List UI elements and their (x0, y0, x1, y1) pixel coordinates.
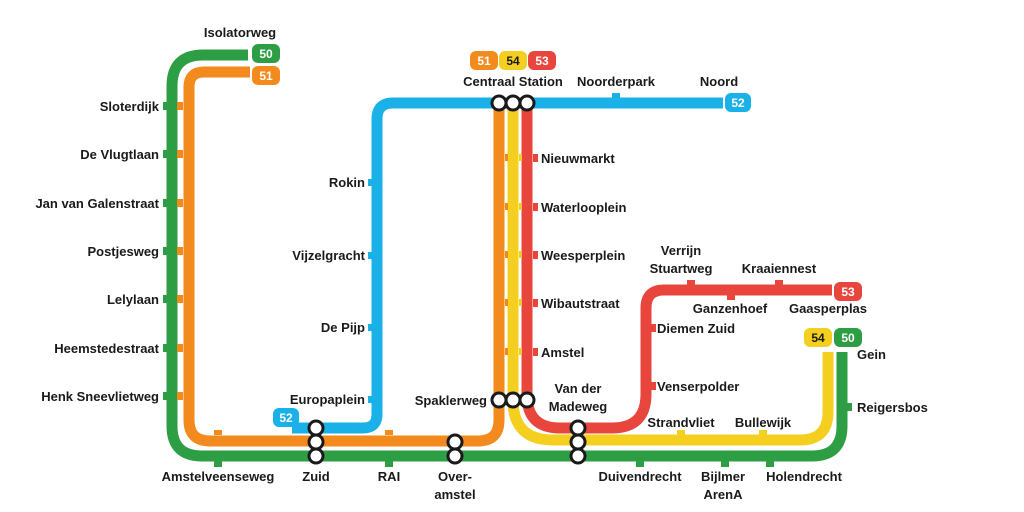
station-wibautstraat: Wibautstraat (541, 296, 620, 311)
station-bijlmer-line1: Bijlmer (701, 469, 745, 484)
station-rai: RAI (378, 469, 400, 484)
svg-text:51: 51 (477, 54, 491, 68)
station-sloterdijk: Sloterdijk (100, 99, 160, 114)
station-waterlooplein: Waterlooplein (541, 200, 627, 215)
badge-54-gein: 54 (804, 328, 832, 347)
station-van-der-madeweg-line1: Van der (555, 381, 602, 396)
station-de-pijp: De Pijp (321, 320, 365, 335)
station-labels: Isolatorweg Sloterdijk De Vlugtlaan Jan … (35, 25, 927, 502)
station-heemstedestraat: Heemstedestraat (54, 341, 159, 356)
svg-text:53: 53 (841, 285, 855, 299)
svg-text:53: 53 (535, 54, 549, 68)
station-overamstel-line1: Over- (438, 469, 472, 484)
station-gaasperplas: Gaasperplas (789, 301, 867, 316)
station-ganzenhoef: Ganzenhoef (693, 301, 768, 316)
station-henk-sneevlietweg: Henk Sneevlietweg (41, 389, 159, 404)
station-lelylaan: Lelylaan (107, 292, 159, 307)
station-zuid: Zuid (302, 469, 329, 484)
station-reigersbos: Reigersbos (857, 400, 928, 415)
badge-50-gein: 50 (834, 328, 862, 347)
badge-50-isolatorweg: 50 (252, 44, 280, 63)
line-badges: 50 51 51 54 53 52 52 53 54 50 (252, 44, 862, 427)
svg-text:50: 50 (841, 331, 855, 345)
svg-text:54: 54 (811, 331, 825, 345)
station-ticks (163, 93, 852, 467)
station-rokin: Rokin (329, 175, 365, 190)
station-verrijn-stuartweg-line1: Verrijn (661, 243, 702, 258)
svg-text:54: 54 (506, 54, 520, 68)
station-nieuwmarkt: Nieuwmarkt (541, 151, 615, 166)
station-duivendrecht: Duivendrecht (598, 469, 682, 484)
interchange-centraal-station (490, 94, 536, 112)
badge-51-centraal: 51 (470, 51, 498, 70)
station-diemen-zuid: Diemen Zuid (657, 321, 735, 336)
interchange-spaklerweg (490, 391, 536, 409)
station-spaklerweg: Spaklerweg (415, 393, 487, 408)
svg-text:52: 52 (279, 411, 293, 425)
interchange-overamstel (446, 433, 464, 465)
station-noord: Noord (700, 74, 738, 89)
station-jan-van-galenstraat: Jan van Galenstraat (35, 196, 159, 211)
station-weesperplein: Weesperplein (541, 248, 625, 263)
station-gein: Gein (857, 347, 886, 362)
station-holendrecht: Holendrecht (766, 469, 843, 484)
station-amstelveenseweg: Amstelveenseweg (162, 469, 275, 484)
badge-53-gaasperplas: 53 (834, 282, 862, 301)
interchange-zuid (307, 419, 325, 465)
station-overamstel-line2: amstel (434, 487, 475, 502)
line-52-route (292, 97, 723, 434)
station-noorderpark: Noorderpark (577, 74, 656, 89)
svg-text:52: 52 (731, 96, 745, 110)
station-kraaiennest: Kraaiennest (742, 261, 817, 276)
station-postjesweg: Postjesweg (87, 244, 159, 259)
line-54-route (507, 103, 834, 446)
interchange-van-der-madeweg (569, 419, 587, 465)
badge-52-europaplein: 52 (273, 408, 299, 427)
badge-51-isolatorweg: 51 (252, 66, 280, 85)
line-50-route (166, 49, 848, 462)
line-routes (166, 49, 848, 462)
interchanges (307, 94, 587, 465)
badge-53-centraal: 53 (528, 51, 556, 70)
line-53-route (521, 103, 832, 434)
svg-text:50: 50 (259, 47, 273, 61)
svg-text:51: 51 (259, 69, 273, 83)
station-de-vlugtlaan: De Vlugtlaan (80, 147, 159, 162)
station-bijlmer-line2: ArenA (703, 487, 743, 502)
station-venserpolder: Venserpolder (657, 379, 739, 394)
station-bullewijk: Bullewijk (735, 415, 792, 430)
line-51-route (183, 66, 505, 447)
station-amstel: Amstel (541, 345, 584, 360)
badge-52-noord: 52 (725, 93, 751, 112)
station-van-der-madeweg-line2: Madeweg (549, 399, 608, 414)
station-vijzelgracht: Vijzelgracht (292, 248, 365, 263)
station-isolatorweg: Isolatorweg (204, 25, 276, 40)
badge-54-centraal: 54 (499, 51, 527, 70)
station-centraal-station: Centraal Station (463, 74, 563, 89)
station-strandvliet: Strandvliet (647, 415, 715, 430)
station-verrijn-stuartweg-line2: Stuartweg (650, 261, 713, 276)
station-europaplein: Europaplein (290, 392, 365, 407)
